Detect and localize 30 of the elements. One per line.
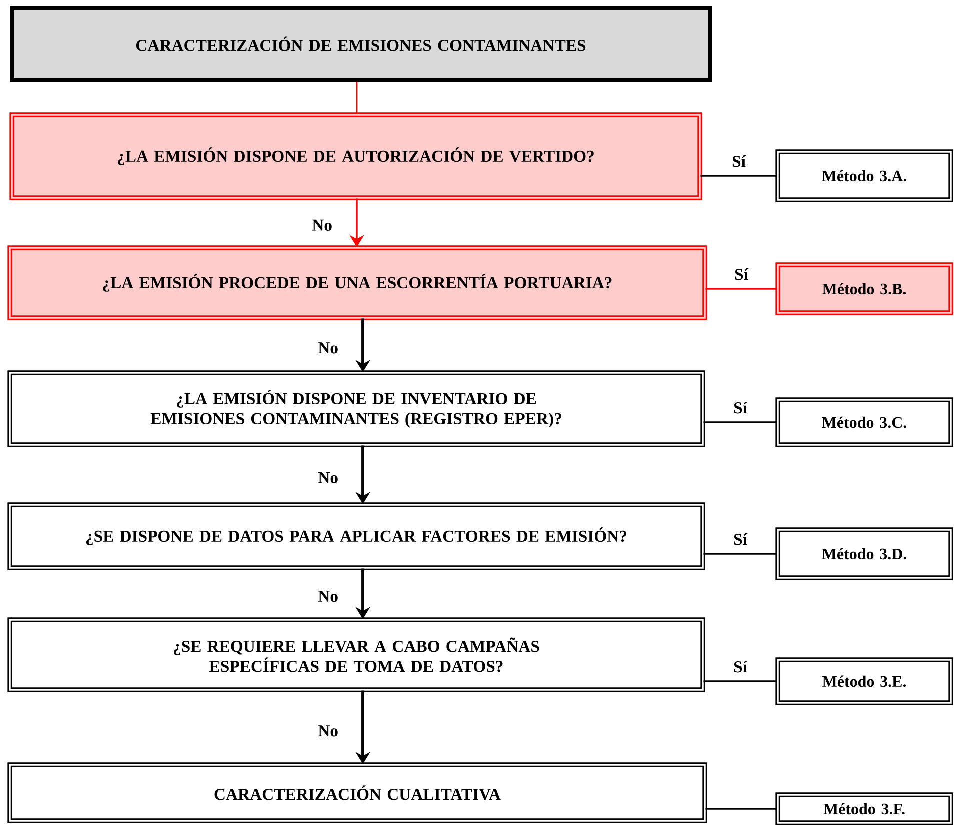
method-box: Método 3.D. — [776, 528, 954, 580]
connector-line — [704, 680, 778, 682]
edge-label: No — [318, 726, 338, 737]
edge-label: No — [312, 220, 332, 231]
edge-label: Sí — [734, 533, 748, 546]
title-box: CARACTERIZACIÓN DE EMISIONES CONTAMINANTES — [10, 6, 712, 82]
edge-label: No — [318, 342, 338, 354]
question-box: ¿LA EMISIÓN DISPONE DE AUTORIZACIÓN DE VERTIDO? — [10, 112, 702, 200]
connector-line — [700, 175, 778, 177]
connector-line — [704, 553, 778, 555]
question-box: ¿SE REQUIERE LLEVAR A CABO CAMPAÑAS ESPECÍFICAS DE TOMA DE DATOS? — [8, 618, 706, 692]
connector-line — [706, 288, 778, 290]
edge-label: No — [318, 472, 338, 484]
method-box: Método 3.F. — [776, 792, 954, 825]
method-box: Método 3.C. — [776, 398, 954, 448]
method-box: Método 3.B. — [776, 262, 954, 316]
edge-label: Sí — [735, 268, 749, 280]
edge-label: No — [318, 590, 338, 602]
question-box: ¿SE DISPONE DE DATOS PARA APLICAR FACTORES DE EMISIÓN? — [8, 502, 706, 570]
connector-line — [704, 422, 778, 424]
question-box: ¿LA EMISIÓN PROCEDE DE UNA ESCORRENTÍA PORTUARIA? — [8, 246, 708, 320]
result-box: CARACTERIZACIÓN CUALITATIVA — [8, 762, 708, 824]
connector-line — [356, 82, 358, 114]
edge-label: Sí — [732, 155, 746, 168]
question-box: ¿LA EMISIÓN DISPONE DE INVENTARIO DE EMISIONES CONTAMINANTES (REGISTRO EPER)? — [8, 370, 706, 448]
edge-label: Sí — [734, 660, 748, 673]
connector-line — [706, 808, 778, 810]
method-box: Método 3.E. — [776, 658, 954, 706]
method-box: Método 3.A. — [776, 150, 954, 202]
edge-label: Sí — [734, 402, 748, 414]
